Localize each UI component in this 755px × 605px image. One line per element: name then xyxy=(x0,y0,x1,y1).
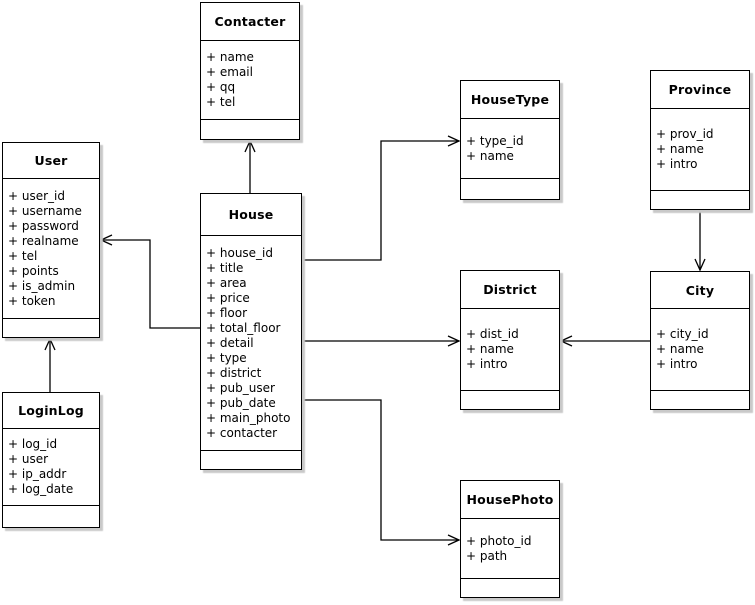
class-title: Contacter xyxy=(201,3,299,41)
class-box-province[interactable]: Province+ prov_id+ name+ intro xyxy=(650,70,750,210)
class-attribute: + log_date xyxy=(8,482,74,496)
class-attribute: + title xyxy=(206,260,244,275)
class-attribute: + name xyxy=(206,50,254,64)
class-attribute: + username xyxy=(8,203,82,218)
class-attributes-compartment: + log_id+ user+ ip_addr+ log_date xyxy=(3,429,99,506)
class-attribute: + email xyxy=(206,65,253,79)
class-operations-compartment-empty xyxy=(3,506,99,527)
class-attribute: + intro xyxy=(656,157,698,171)
class-box-house[interactable]: House+ house_id+ title+ area+ price+ flo… xyxy=(200,193,302,470)
class-operations-compartment-empty xyxy=(461,179,559,199)
class-box-contacter[interactable]: Contacter+ name+ email+ qq+ tel xyxy=(200,2,300,140)
class-attribute: + intro xyxy=(656,357,698,371)
class-attribute: + path xyxy=(466,548,508,563)
association-house-user[interactable] xyxy=(99,234,200,329)
class-attributes-compartment: + type_id+ name xyxy=(461,119,559,179)
class-attribute: + contacter xyxy=(206,425,278,440)
class-attribute: + tel xyxy=(206,95,236,109)
class-title: City xyxy=(651,272,749,309)
class-box-city[interactable]: City+ city_id+ name+ intro xyxy=(650,271,750,410)
class-title: Province xyxy=(651,71,749,109)
class-box-loginlog[interactable]: LoginLog+ log_id+ user+ ip_addr+ log_dat… xyxy=(2,392,100,528)
class-attribute: + pub_user xyxy=(206,380,275,395)
class-attribute: + total_floor xyxy=(206,320,281,335)
class-attribute: + price xyxy=(206,290,250,305)
class-attribute: + type_id xyxy=(466,133,524,148)
class-attribute: + log_id xyxy=(8,437,58,451)
class-attribute: + pub_date xyxy=(206,395,276,410)
class-attribute: + points xyxy=(8,263,59,278)
class-title: House xyxy=(201,194,301,236)
class-attribute: + dist_id xyxy=(466,327,519,341)
class-attribute: + token xyxy=(8,293,56,308)
class-attribute: + user xyxy=(8,452,49,466)
class-box-user[interactable]: User+ user_id+ username+ password+ realn… xyxy=(2,142,100,338)
class-title: HousePhoto xyxy=(461,481,559,519)
class-attributes-compartment: + city_id+ name+ intro xyxy=(651,309,749,391)
class-attribute: + is_admin xyxy=(8,278,76,293)
class-attribute: + qq xyxy=(206,80,236,94)
class-attribute: + floor xyxy=(206,305,248,320)
class-attribute: + ip_addr xyxy=(8,467,67,481)
class-operations-compartment-empty xyxy=(201,120,299,139)
class-attribute: + name xyxy=(656,142,704,156)
class-title: LoginLog xyxy=(3,393,99,429)
class-box-housetype[interactable]: HouseType+ type_id+ name xyxy=(460,80,560,200)
association-house-housephoto[interactable] xyxy=(302,399,461,546)
class-attributes-compartment: + dist_id+ name+ intro xyxy=(461,309,559,391)
class-title: HouseType xyxy=(461,81,559,119)
class-operations-compartment-empty xyxy=(461,391,559,409)
class-title: User xyxy=(3,143,99,179)
class-attribute: + house_id xyxy=(206,245,274,260)
class-operations-compartment-empty xyxy=(461,579,559,597)
class-operations-compartment-empty xyxy=(201,451,301,469)
class-attribute: + name xyxy=(466,148,514,163)
class-attribute: + user_id xyxy=(8,188,65,203)
class-attribute: + type xyxy=(206,350,247,365)
association-house-housetype[interactable] xyxy=(302,135,461,261)
class-title: District xyxy=(461,271,559,309)
class-attribute: + photo_id xyxy=(466,533,532,548)
class-attribute: + name xyxy=(466,342,514,356)
class-attribute: + password xyxy=(8,218,79,233)
class-attribute: + city_id xyxy=(656,327,709,341)
class-attribute: + realname xyxy=(8,233,79,248)
class-attribute: + main_photo xyxy=(206,410,291,425)
class-attribute: + area xyxy=(206,275,247,290)
class-box-district[interactable]: District+ dist_id+ name+ intro xyxy=(460,270,560,410)
class-attribute: + prov_id xyxy=(656,127,714,141)
class-attribute: + intro xyxy=(466,357,508,371)
class-attribute: + tel xyxy=(8,248,38,263)
class-attribute: + name xyxy=(656,342,704,356)
class-attributes-compartment: + user_id+ username+ password+ realname+… xyxy=(3,179,99,319)
class-attributes-compartment: + prov_id+ name+ intro xyxy=(651,109,749,191)
class-attributes-compartment: + name+ email+ qq+ tel xyxy=(201,41,299,120)
class-attribute: + detail xyxy=(206,335,254,350)
class-box-housephoto[interactable]: HousePhoto+ photo_id+ path xyxy=(460,480,560,598)
class-attributes-compartment: + house_id+ title+ area+ price+ floor+ t… xyxy=(201,236,301,451)
class-attributes-compartment: + photo_id+ path xyxy=(461,519,559,579)
class-operations-compartment-empty xyxy=(3,319,99,337)
class-operations-compartment-empty xyxy=(651,391,749,409)
class-attribute: + district xyxy=(206,365,262,380)
class-operations-compartment-empty xyxy=(651,191,749,209)
